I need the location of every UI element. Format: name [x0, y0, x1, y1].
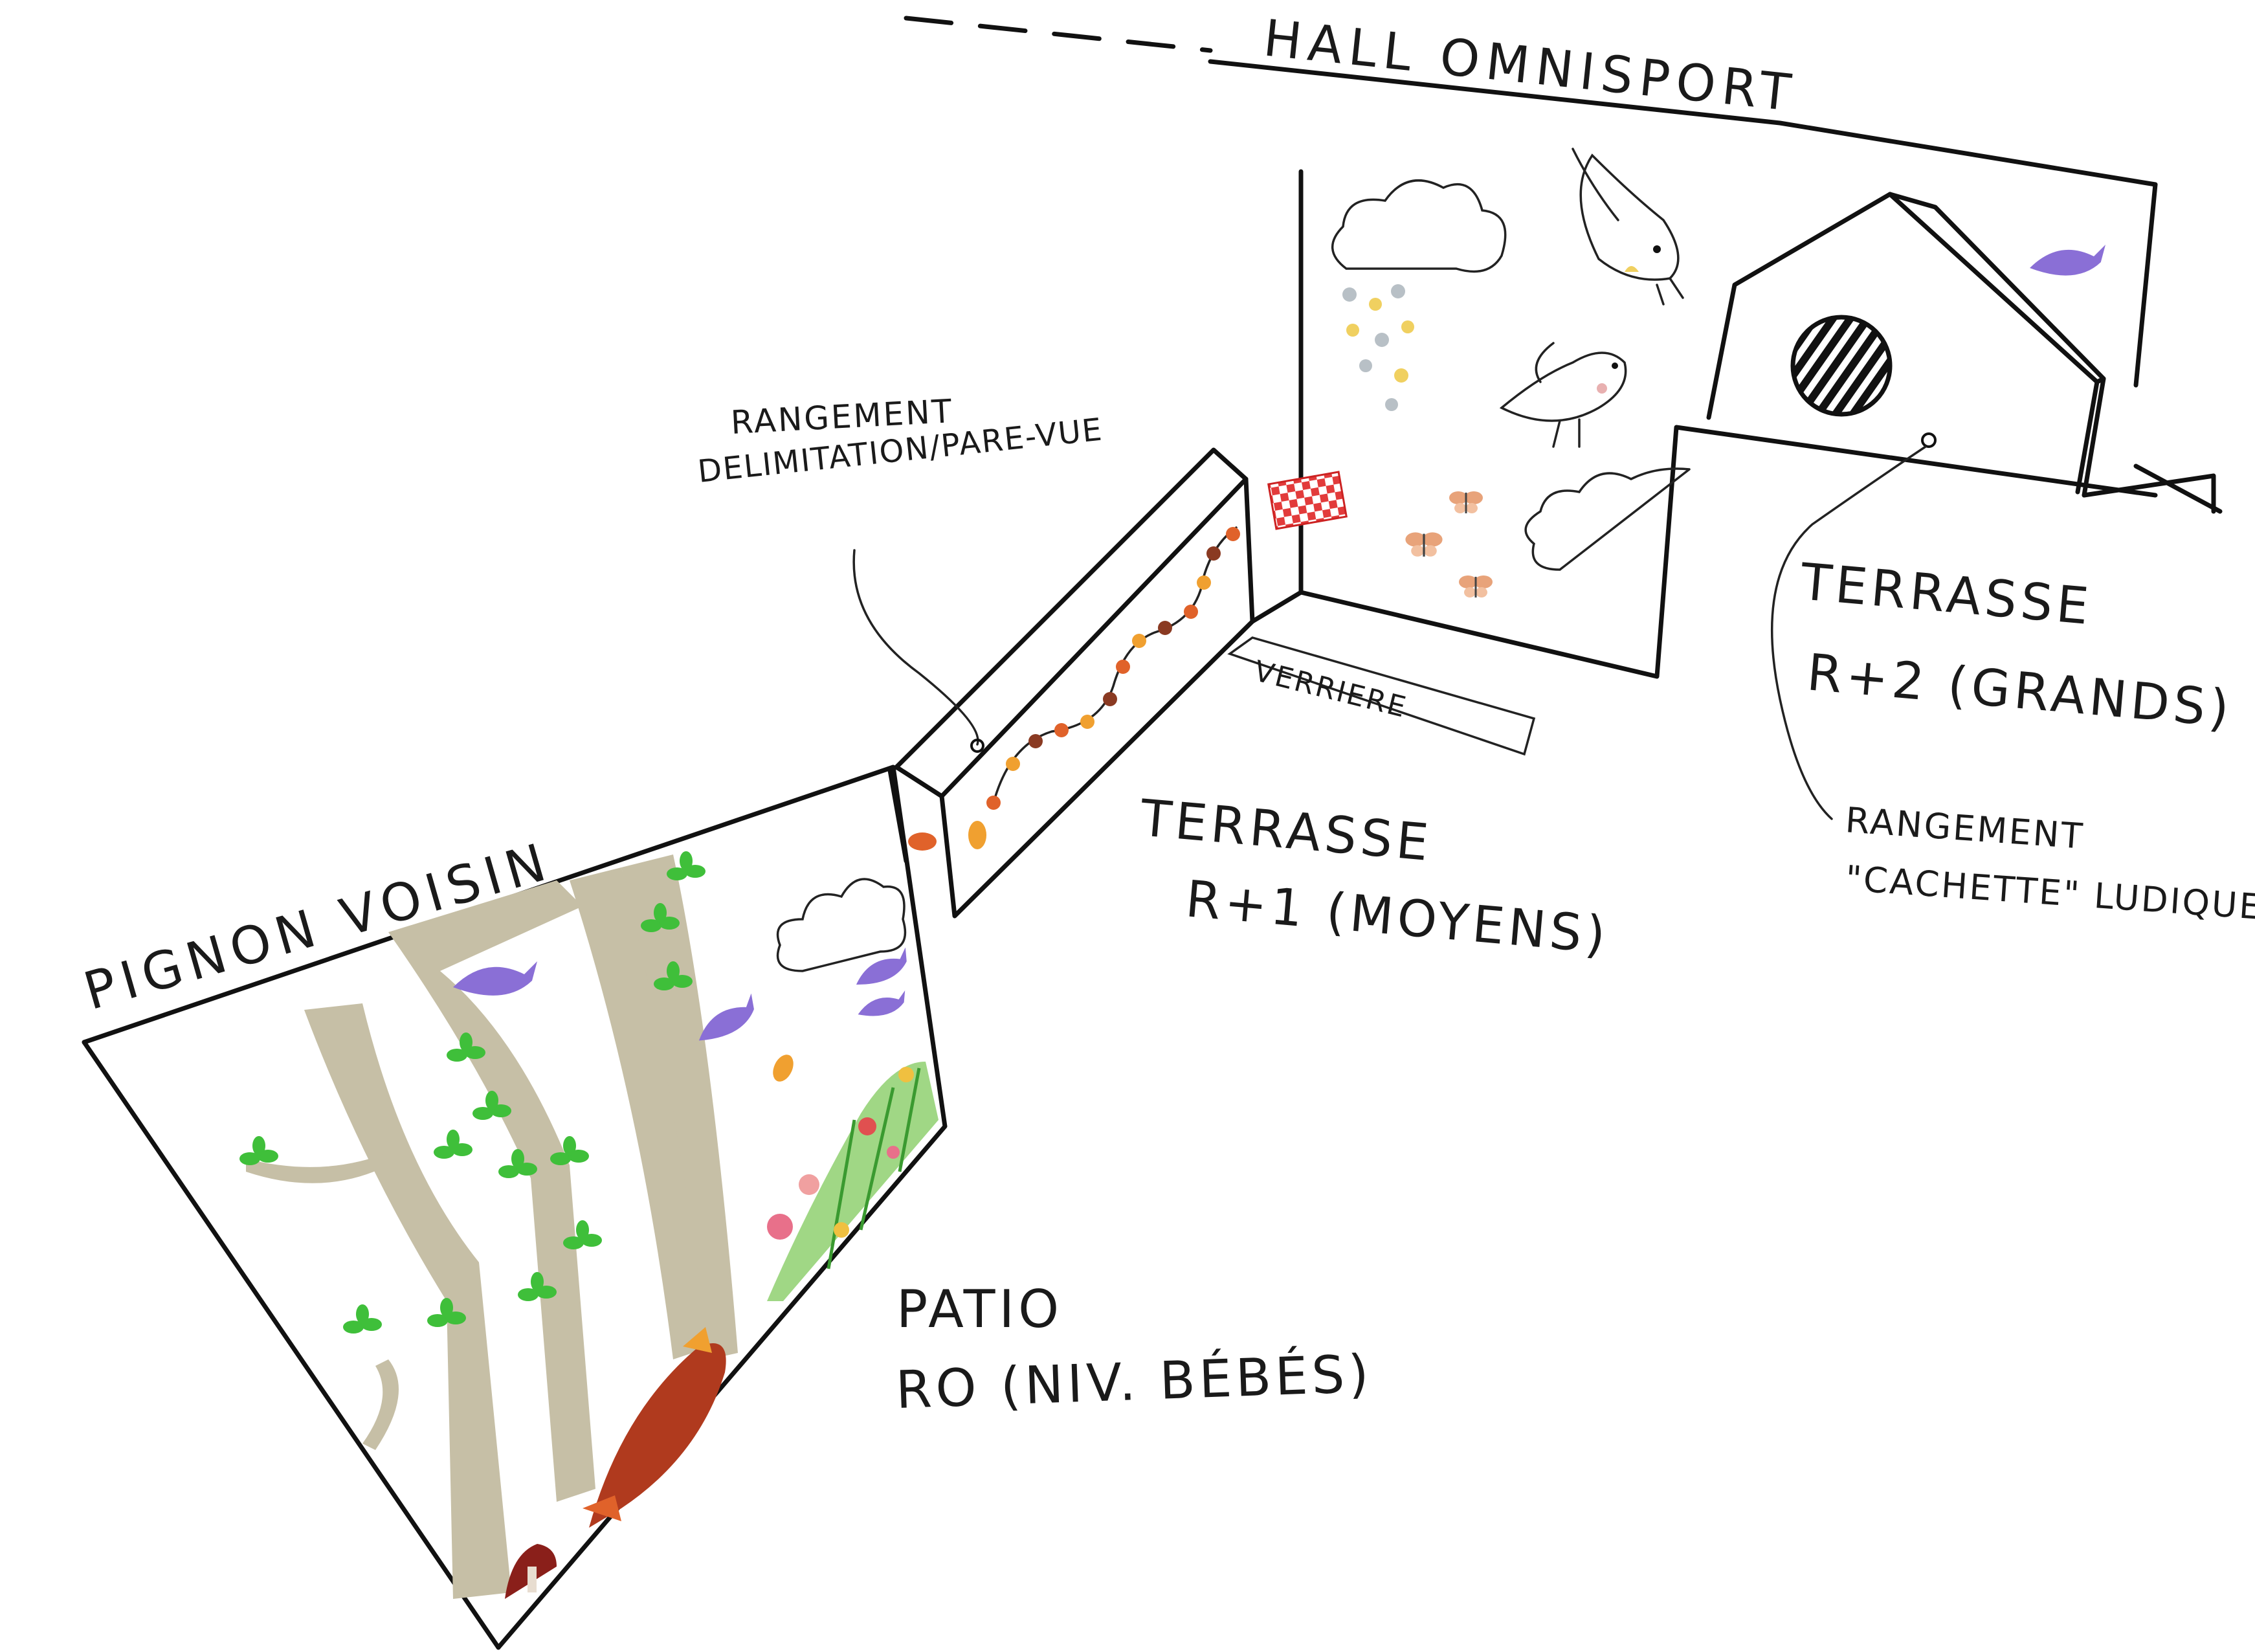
hall-omnisport-label: HALL OMNISPORT — [1261, 9, 1800, 123]
cloud-icon — [1524, 467, 1691, 571]
leader-line-rangement-left — [852, 549, 979, 746]
mushroom-icon — [505, 1544, 557, 1599]
terrasse-r2-label-1: TERRASSE — [1797, 553, 2094, 636]
bird-icon — [453, 961, 537, 996]
terrasse-r1-label-1: TERRASSE — [1137, 789, 1434, 873]
terrasse-r2-wall — [1298, 169, 2158, 679]
checkered-flag-icon — [1267, 471, 1348, 530]
rangement-right-label-1: RANGEMENT — [1844, 799, 2085, 857]
terrasse-r1-label-2: R+1 (MOYENS) — [1183, 870, 1611, 965]
leader-line-rangement-right — [1771, 445, 1927, 820]
fox-icon — [583, 1327, 726, 1528]
bird-icon — [850, 947, 914, 990]
terrasse-r2-label-2: R+2 (GRANDS) — [1805, 643, 2235, 739]
bird-icon — [1499, 342, 1627, 448]
patio-label-2: RO (NIV. BÉBÉS) — [894, 1343, 1373, 1420]
bird-icon — [2030, 245, 2105, 276]
cloud-icon — [776, 878, 907, 972]
rangement-right-label-2: "CACHETTE" LUDIQUE — [1844, 858, 2255, 928]
round-window-icon — [1790, 315, 1893, 417]
rangement-cachette-house — [1706, 192, 2223, 514]
patio-label-1: PATIO — [896, 1279, 1063, 1339]
verriere-box — [1227, 636, 1536, 756]
verriere-label: VERRIERE — [1250, 654, 1410, 724]
leaf-garland-icon — [908, 526, 1240, 851]
hall-boundary-line — [904, 16, 2158, 187]
cloud-icon — [1331, 179, 1507, 273]
butterfly-icon — [1448, 490, 1484, 515]
butterfly-icon — [1404, 531, 1444, 558]
flowers-icon — [767, 1062, 939, 1301]
bird-icon — [855, 990, 909, 1020]
raindrop-icon — [1342, 284, 1414, 411]
bird-icon — [1572, 148, 1684, 306]
butterfly-icon — [1458, 574, 1494, 599]
leaf-icon — [773, 1055, 794, 1082]
tree-icon — [246, 854, 738, 1599]
